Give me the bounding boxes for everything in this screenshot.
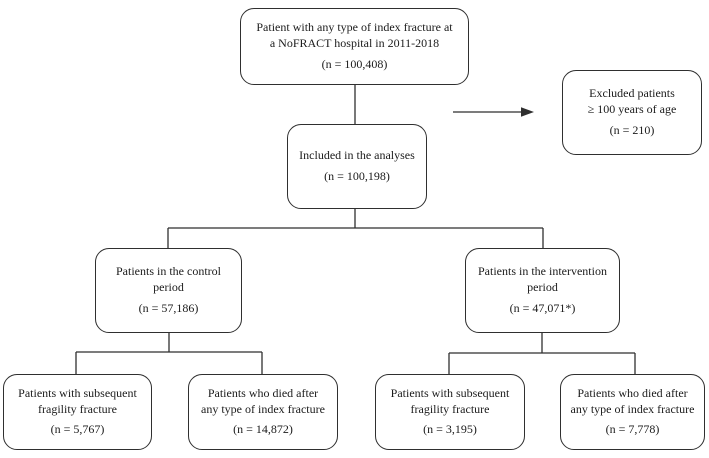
box-n-count: (n = 57,186) xyxy=(138,300,199,315)
box-intervention-fragility-fracture: Patients with subsequent fragility fract… xyxy=(375,374,525,450)
box-text-line: fragility fracture xyxy=(38,401,117,416)
box-text-line: any type of index fracture xyxy=(570,401,695,416)
box-text-line: Patients with subsequent xyxy=(18,385,137,400)
box-text-line: Excluded patients xyxy=(589,86,675,101)
box-intervention-died: Patients who died after any type of inde… xyxy=(560,374,705,450)
box-text-line: period xyxy=(153,280,184,295)
box-text-line: Patients who died after xyxy=(207,385,319,400)
box-text-line: Patients who died after xyxy=(577,385,688,400)
box-text-line: ≥ 100 years of age xyxy=(587,102,677,117)
box-text-line: fragility fracture xyxy=(410,401,490,416)
box-text-line: period xyxy=(527,280,558,295)
box-text-line: Patient with any type of index fracture … xyxy=(256,20,453,35)
box-control-died: Patients who died after any type of inde… xyxy=(188,374,338,450)
box-text-line: Included in the analyses xyxy=(299,148,415,163)
box-control-fragility-fracture: Patients with subsequent fragility fract… xyxy=(3,374,152,450)
box-n-count: (n = 210) xyxy=(609,122,655,137)
box-control-period: Patients in the control period (n = 57,1… xyxy=(95,248,242,333)
box-n-count: (n = 100,408) xyxy=(321,56,388,71)
box-intervention-period: Patients in the intervention period (n =… xyxy=(465,248,620,333)
box-n-count: (n = 14,872) xyxy=(233,422,293,437)
box-n-count: (n = 7,778) xyxy=(605,422,660,437)
exclusion-arrow-head-icon xyxy=(521,107,534,117)
box-text-line: any type of index fracture xyxy=(201,401,325,416)
box-n-count: (n = 3,195) xyxy=(423,422,477,437)
box-index-fracture: Patient with any type of index fracture … xyxy=(240,8,469,85)
box-text-line: Patients in the intervention xyxy=(478,264,607,279)
box-excluded-patients: Excluded patients ≥ 100 years of age (n … xyxy=(562,70,702,155)
box-included-analyses: Included in the analyses (n = 100,198) xyxy=(287,124,427,209)
box-text-line: a NoFRACT hospital in 2011-2018 xyxy=(269,36,440,51)
box-n-count: (n = 100,198) xyxy=(324,169,390,183)
box-n-count: (n = 5,767) xyxy=(50,422,105,437)
box-n-count: (n = 47,071*) xyxy=(509,300,576,315)
box-text-line: Patients with subsequent xyxy=(390,385,510,400)
box-text-line: Patients in the control xyxy=(116,264,221,279)
